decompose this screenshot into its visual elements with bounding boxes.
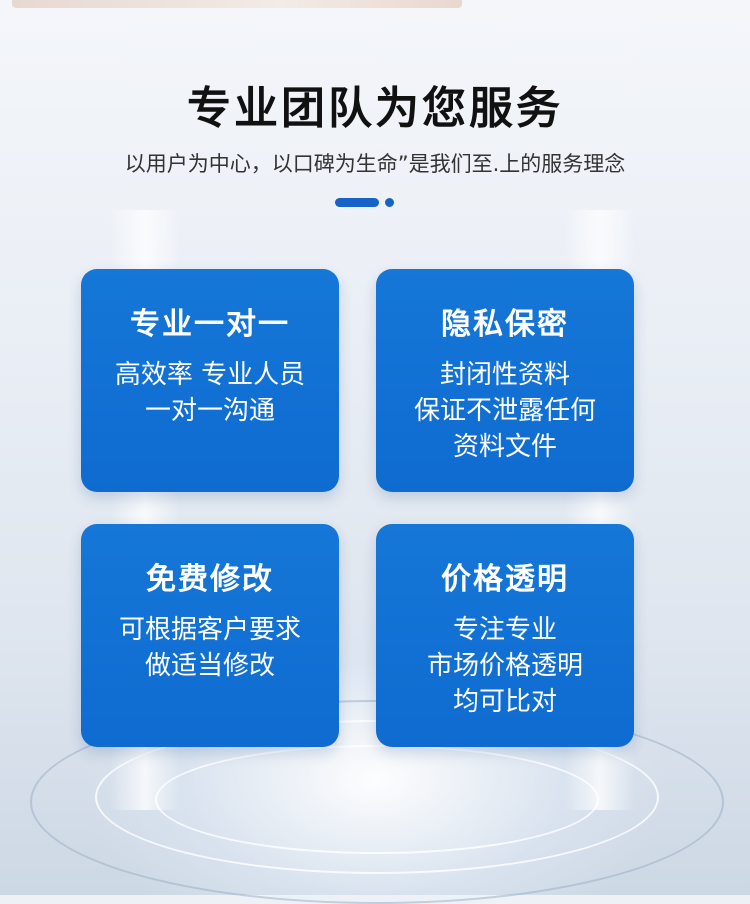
top-image-strip [12,0,462,8]
card-line: 保证不泄露任何 [413,396,596,426]
card-description: 专注专业 市场价格透明 均可比对 [376,612,634,720]
card-line: 封闭性资料 [439,360,570,390]
card-title: 专业一对一 [130,307,290,342]
card-line: 做适当修改 [144,651,275,681]
indicator-dash [335,198,379,207]
feature-card-transparent-price: 价格透明 专注专业 市场价格透明 均可比对 [376,524,634,747]
card-line: 专注专业 [452,615,557,645]
card-line: 一对一沟通 [144,396,275,426]
feature-card-privacy: 隐私保密 封闭性资料 保证不泄露任何 资料文件 [376,269,634,492]
card-title: 价格透明 [441,562,569,597]
card-description: 高效率 专业人员 一对一沟通 [81,357,339,429]
section-indicator [335,198,415,208]
card-line: 高效率 专业人员 [114,360,306,390]
feature-card-one-on-one: 专业一对一 高效率 专业人员 一对一沟通 [81,269,339,492]
indicator-dot [385,198,394,207]
card-line: 可根据客户要求 [118,615,301,645]
page-title: 专业团队为您服务 [187,83,563,134]
card-description: 可根据客户要求 做适当修改 [81,612,339,684]
card-line: 均可比对 [452,687,557,717]
page-subtitle: 以用户为中心，以口碑为生命”是我们至.上的服务理念 [124,152,626,176]
card-title: 隐私保密 [441,307,569,342]
card-title: 免费修改 [146,562,274,597]
card-line: 市场价格透明 [426,651,583,681]
card-description: 封闭性资料 保证不泄露任何 资料文件 [376,357,634,465]
feature-card-free-revision: 免费修改 可根据客户要求 做适当修改 [81,524,339,747]
card-line: 资料文件 [452,432,557,462]
